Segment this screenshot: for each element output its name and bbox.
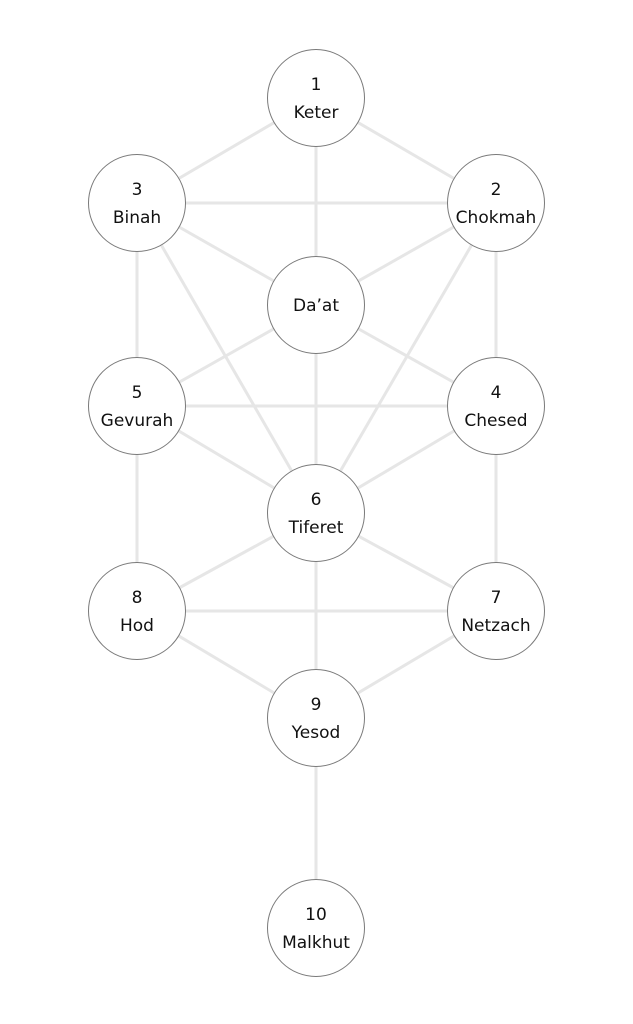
node-circle [447,357,545,455]
node-name: Malkhut [282,933,350,953]
node-name: Chokmah [456,208,537,228]
node-circle [88,357,186,455]
node-name: Binah [113,208,161,228]
node-number: 3 [132,180,143,200]
node-number: 2 [491,180,502,200]
node-circle [267,256,365,354]
node-circle [267,669,365,767]
node-number: 1 [311,75,322,95]
node-number: 7 [491,588,502,608]
node-number: 4 [491,383,502,403]
edge-chokmah-tiferet [314,202,498,514]
node-name: Gevurah [101,411,174,431]
node-number: 8 [132,588,143,608]
node-name: Chesed [464,411,527,431]
node-circle [88,562,186,660]
node-name: Tiferet [288,518,344,538]
node-name: Yesod [291,723,341,743]
node-circle [88,154,186,252]
edge-binah-tiferet [135,202,318,514]
node-circle [447,154,545,252]
node-name: Hod [120,616,154,636]
node-name: Da’at [293,296,339,316]
node-circle [267,879,365,977]
node-number: 9 [311,695,322,715]
node-daat: Da’at [267,256,365,354]
node-name: Keter [294,103,339,123]
node-name: Netzach [461,616,530,636]
node-circle [447,562,545,660]
node-number: 5 [132,383,143,403]
node-number: 6 [311,490,322,510]
node-number: 10 [305,905,327,925]
node-circle [267,464,365,562]
node-circle [267,49,365,147]
